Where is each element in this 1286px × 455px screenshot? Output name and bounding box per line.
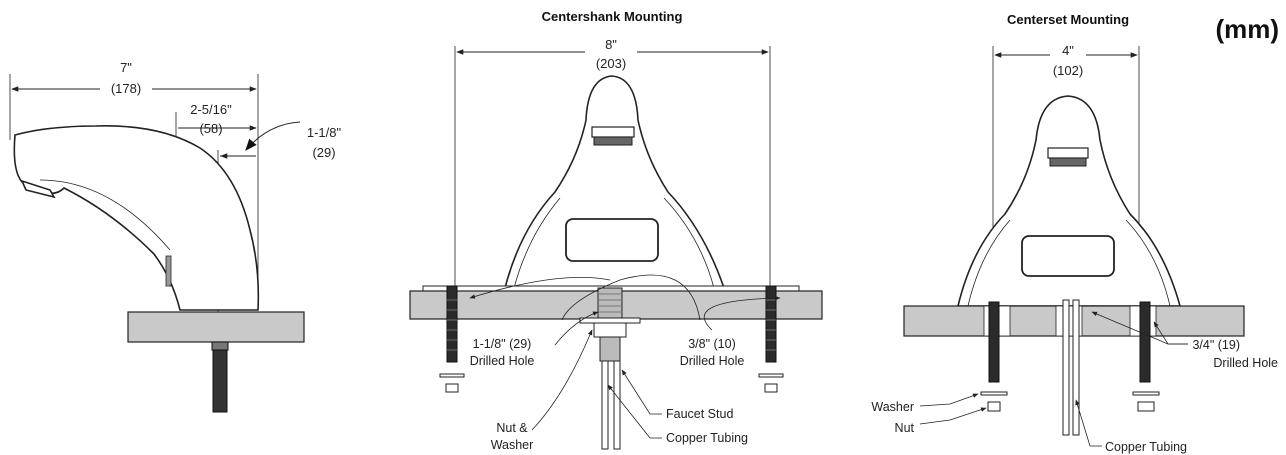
leader-line: [919, 407, 987, 425]
aerator: [593, 136, 633, 146]
leader-line: [919, 393, 979, 407]
nut-washer-label-2: Washer: [491, 438, 534, 452]
nut-label: Nut: [895, 421, 915, 435]
leader-line: [703, 295, 781, 331]
faucet-body-front: [503, 75, 726, 289]
washer-label: Washer: [871, 400, 914, 414]
leader-line: [621, 369, 662, 415]
sensor-window: [565, 218, 659, 262]
aerator-side: [20, 179, 56, 199]
nut-left: [987, 401, 1001, 412]
centershank-spacing-in: 8": [605, 37, 617, 52]
base-offset-mm: (29): [312, 145, 335, 160]
leader-line: [469, 276, 611, 299]
nut-washer-label-1: Nut &: [496, 421, 528, 435]
faucet-stud-rod: [613, 360, 621, 450]
centerset-title: Centerset Mounting: [1007, 12, 1129, 27]
overall-width-in: 7": [120, 60, 132, 75]
leader-line: [1153, 321, 1188, 345]
leader-line: [561, 274, 701, 321]
copper-tube: [1072, 299, 1080, 436]
side-view: 7" (178) 2-5/16" (58) 1-1/8" (29): [9, 60, 342, 413]
spout-reach-mm: (58): [199, 121, 222, 136]
centershank-spacing-mm: (203): [596, 56, 626, 71]
aerator-collar: [1047, 147, 1089, 159]
leader-line: [531, 329, 593, 431]
washer-left: [980, 391, 1008, 396]
side-hole-label: Drilled Hole: [680, 354, 745, 368]
center-shank: [597, 287, 623, 323]
center-nut: [593, 322, 627, 338]
faucet-body-side: [13, 125, 260, 311]
center-hole-label: Drilled Hole: [470, 354, 535, 368]
aerator: [1049, 157, 1087, 167]
sensor-window: [165, 255, 172, 287]
leader-arrow: [245, 121, 301, 151]
body-contour: [663, 197, 715, 289]
copper-tube: [1062, 299, 1070, 436]
overall-width-mm: (178): [111, 81, 141, 96]
leader-line: [554, 311, 599, 346]
copper-tube: [601, 360, 609, 450]
centerset-hole-label: Drilled Hole: [1213, 356, 1278, 370]
sensor-window: [1021, 235, 1115, 277]
leader-line: [607, 384, 662, 439]
center-shank-lower: [599, 336, 621, 362]
unit-label: (mm): [1215, 14, 1279, 44]
nut-right: [1137, 401, 1155, 412]
mounting-stud-right: [1139, 301, 1151, 383]
centerset-spacing-mm: (102): [1053, 63, 1083, 78]
centerset-view: Centerset Mounting 4" (102): [871, 12, 1278, 454]
centerset-spacing-in: 4": [1062, 43, 1074, 58]
spout-reach-in: 2-5/16": [190, 102, 232, 117]
leader-line: [1075, 399, 1102, 447]
body-contour: [1125, 219, 1171, 307]
base-offset-in: 1-1/8": [307, 125, 342, 140]
aerator-collar: [591, 126, 635, 138]
mounting-stud-left: [988, 301, 1000, 383]
stud-side: [212, 349, 228, 413]
copper-tubing-label: Copper Tubing: [666, 431, 748, 445]
centerset-hole-size: 3/4" (19): [1192, 338, 1240, 352]
faucet-stud-label: Faucet Stud: [666, 407, 733, 421]
washer-left: [439, 373, 465, 378]
body-contour: [513, 197, 561, 289]
washer-right: [1132, 391, 1160, 396]
mounting-stud-right: [765, 285, 777, 363]
centershank-view: Centershank Mounting 8" (203): [409, 9, 823, 452]
centershank-title: Centershank Mounting: [542, 9, 683, 24]
body-contour: [39, 179, 171, 251]
nut-side: [211, 341, 229, 351]
washer-right: [758, 373, 784, 378]
faucet-body-front-centerset: [956, 95, 1182, 307]
body-contour: [967, 219, 1011, 307]
center-hole-size: 1-1/8" (29): [473, 337, 532, 351]
copper-tubing-label: Copper Tubing: [1105, 440, 1187, 454]
mounting-stud-left: [446, 285, 458, 363]
nut-right: [764, 383, 778, 393]
deck-side: [127, 311, 305, 343]
side-hole-size: 3/8" (10): [688, 337, 736, 351]
stud-threads: [447, 299, 776, 351]
nut-left: [445, 383, 459, 393]
center-washer: [579, 317, 641, 324]
